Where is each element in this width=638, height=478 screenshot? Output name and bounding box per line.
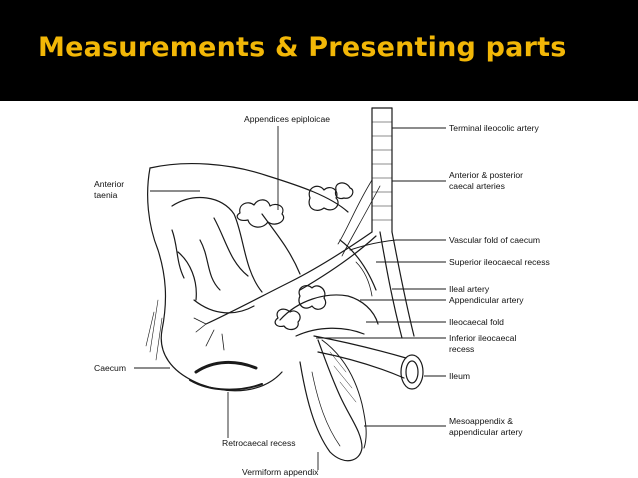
caecal-artery-anterior xyxy=(205,231,373,325)
mesoappendix xyxy=(321,339,367,449)
ileum-lumen xyxy=(400,354,424,390)
label-caecal-arteries-line1: Anterior & posterior xyxy=(449,170,523,180)
slide-title: Measurements & Presenting parts xyxy=(38,32,567,63)
label-ileocaecal-fold: Ileocaecal fold xyxy=(449,317,504,327)
caecal-artery-posterior xyxy=(299,235,377,291)
ileocolic-artery xyxy=(371,107,393,233)
label-appendices-epiploicae: Appendices epiploicae xyxy=(244,114,330,124)
appendix-epiploica-3 xyxy=(334,182,354,200)
label-ileal-artery: Ileal artery xyxy=(449,284,490,294)
vascular-fold xyxy=(349,239,397,251)
label-inferior-recess-line2: recess xyxy=(449,344,474,354)
label-mesoappendix-line1: Mesoappendix & xyxy=(449,416,513,426)
label-ileum: Ileum xyxy=(449,371,470,381)
label-anterior-taenia-line1: Anterior xyxy=(94,179,124,189)
appendix-epiploica-1 xyxy=(236,199,285,228)
label-vascular-fold: Vascular fold of caecum xyxy=(449,235,540,245)
caecum-outline xyxy=(147,167,283,392)
ileal-artery xyxy=(379,231,415,339)
appendix-epiploica-2 xyxy=(308,185,339,211)
label-caecal-arteries-line2: caecal arteries xyxy=(449,181,505,191)
label-inferior-recess-line1: Inferior ileocaecal xyxy=(449,333,516,343)
label-caecum: Caecum xyxy=(94,363,126,373)
label-anterior-taenia-line2: taenia xyxy=(94,190,118,200)
label-vermiform-appendix: Vermiform appendix xyxy=(242,467,319,477)
anatomy-diagram: Appendices epiploicae Terminal ileocolic… xyxy=(94,107,550,477)
ileum xyxy=(313,335,407,379)
title-bar: Measurements & Presenting parts xyxy=(0,0,638,101)
label-appendicular-artery: Appendicular artery xyxy=(449,295,524,305)
vermiform-appendix xyxy=(299,339,363,462)
label-mesoappendix-line2: appendicular artery xyxy=(449,427,523,437)
label-superior-recess: Superior ileocaecal recess xyxy=(449,257,550,267)
colon-outline xyxy=(149,163,349,213)
label-retrocaecal-recess: Retrocaecal recess xyxy=(222,438,296,448)
label-terminal-ileocolic-artery: Terminal ileocolic artery xyxy=(449,123,539,133)
